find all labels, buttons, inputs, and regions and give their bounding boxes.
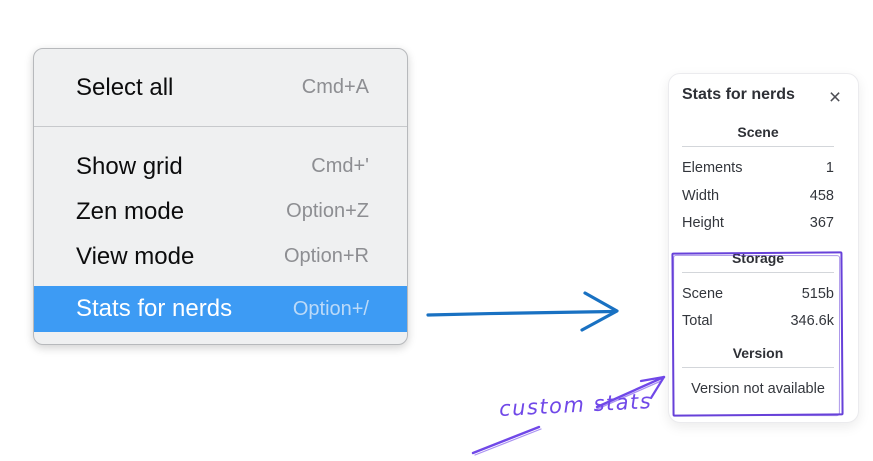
stat-label: Elements	[682, 160, 743, 176]
menu-item-zen-mode[interactable]: Zen mode Option+Z	[34, 189, 407, 234]
menu-item-label: Select all	[76, 73, 174, 101]
stats-panel-title: Stats for nerds	[682, 86, 795, 103]
menu-item-select-all[interactable]: Select all Cmd+A	[34, 49, 407, 126]
section-heading-storage: Storage	[731, 249, 785, 266]
context-menu: Select all Cmd+A Show grid Cmd+' Zen mod…	[33, 48, 408, 345]
stat-value: 1	[825, 160, 834, 176]
stat-label: Height	[682, 215, 724, 231]
menu-item-shortcut: Cmd+A	[301, 76, 369, 98]
menu-item-label: Show grid	[76, 152, 183, 180]
stat-label: Width	[682, 187, 720, 204]
section-heading-version: Version	[732, 344, 784, 361]
stat-row-scene-storage: Scene 515b	[682, 281, 834, 309]
stats-panel: Stats for nerds × Scene Elements 1 Width…	[668, 73, 859, 423]
section-divider	[682, 271, 834, 273]
stats-section-version: Version Version not available	[682, 343, 834, 403]
stat-value: 458	[809, 187, 834, 204]
menu-item-stats-for-nerds[interactable]: Stats for nerds Option+/	[34, 286, 407, 332]
annotation-arrow	[471, 375, 666, 456]
menu-item-label: Stats for nerds	[76, 295, 233, 322]
stat-row-height: Height 367	[682, 210, 834, 238]
menu-item-shortcut: Option+Z	[286, 200, 369, 222]
stat-row-elements: Elements 1	[682, 155, 834, 183]
stat-row-width: Width 458	[682, 183, 834, 211]
stat-row-total-storage: Total 346.6k	[682, 308, 834, 336]
stat-label: Total	[682, 313, 713, 329]
stat-label: Scene	[682, 285, 724, 302]
section-divider	[682, 146, 834, 147]
section-divider	[682, 366, 834, 368]
menu-divider	[34, 126, 407, 127]
pointer-arrow	[426, 291, 619, 332]
stats-section-scene: Scene Elements 1 Width 458 Height 367	[682, 122, 834, 238]
close-button[interactable]: ×	[825, 85, 845, 109]
section-heading-scene: Scene	[737, 124, 779, 140]
menu-item-shortcut: Cmd+'	[311, 155, 369, 177]
menu-item-shortcut: Option+R	[283, 245, 369, 267]
stat-value: 346.6k	[790, 313, 834, 329]
stat-value: 367	[809, 215, 834, 231]
close-icon: ×	[828, 85, 842, 109]
menu-item-show-grid[interactable]: Show grid Cmd+'	[34, 144, 407, 189]
menu-item-shortcut: Option+/	[292, 297, 369, 320]
menu-item-label: Zen mode	[76, 197, 185, 225]
menu-group: Show grid Cmd+' Zen mode Option+Z View m…	[34, 127, 407, 332]
stat-value: 515b	[801, 285, 834, 302]
version-note: Version not available	[691, 380, 825, 397]
stats-section-storage: Storage Scene 515b Total 346.6k	[682, 248, 834, 336]
menu-item-view-mode[interactable]: View mode Option+R	[34, 234, 407, 279]
menu-item-label: View mode	[76, 242, 195, 270]
